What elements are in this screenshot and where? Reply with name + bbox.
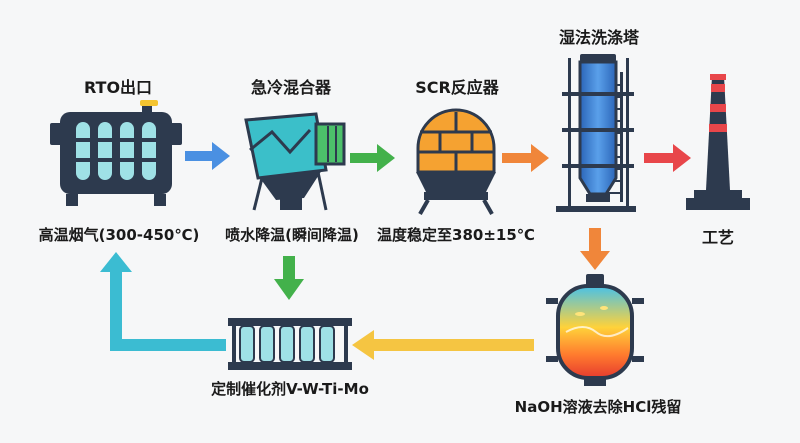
flow-arrow-teal-return (100, 252, 226, 351)
flow-arrow-red (644, 144, 691, 172)
scr-title: SCR反应器 (415, 78, 499, 97)
scr-caption: 温度稳定至380±15℃ (377, 226, 535, 244)
quench-mixer-icon (244, 112, 346, 211)
stack-caption: 工艺 (701, 228, 734, 247)
rto-unit-icon (50, 100, 182, 206)
flow-arrow-green-down (274, 256, 304, 300)
scr-reactor-icon (416, 108, 496, 215)
chimney-icon (686, 74, 750, 210)
mixer-caption: 喷水降温(瞬间降温) (225, 226, 359, 244)
flow-arrow-green (350, 144, 395, 172)
naoh-tank-icon (546, 274, 644, 386)
rto-caption: 高温烟气(300-450℃) (38, 226, 200, 244)
catalyst-module-icon (228, 318, 352, 370)
catalyst-caption: 定制催化剂V-W-Ti-Mo (211, 380, 369, 398)
flow-arrow-yellow (352, 330, 534, 360)
naoh-caption: NaOH溶液去除HCl残留 (514, 398, 682, 416)
scrubber-tower-icon (556, 54, 636, 212)
flow-arrow-orange (502, 144, 549, 172)
flow-arrow-blue (185, 142, 230, 170)
mixer-title: 急冷混合器 (250, 78, 331, 97)
flow-arrow-orange-down (580, 228, 610, 270)
tower-title: 湿法洗涤塔 (558, 28, 639, 47)
rto-title: RTO出口 (83, 78, 153, 97)
